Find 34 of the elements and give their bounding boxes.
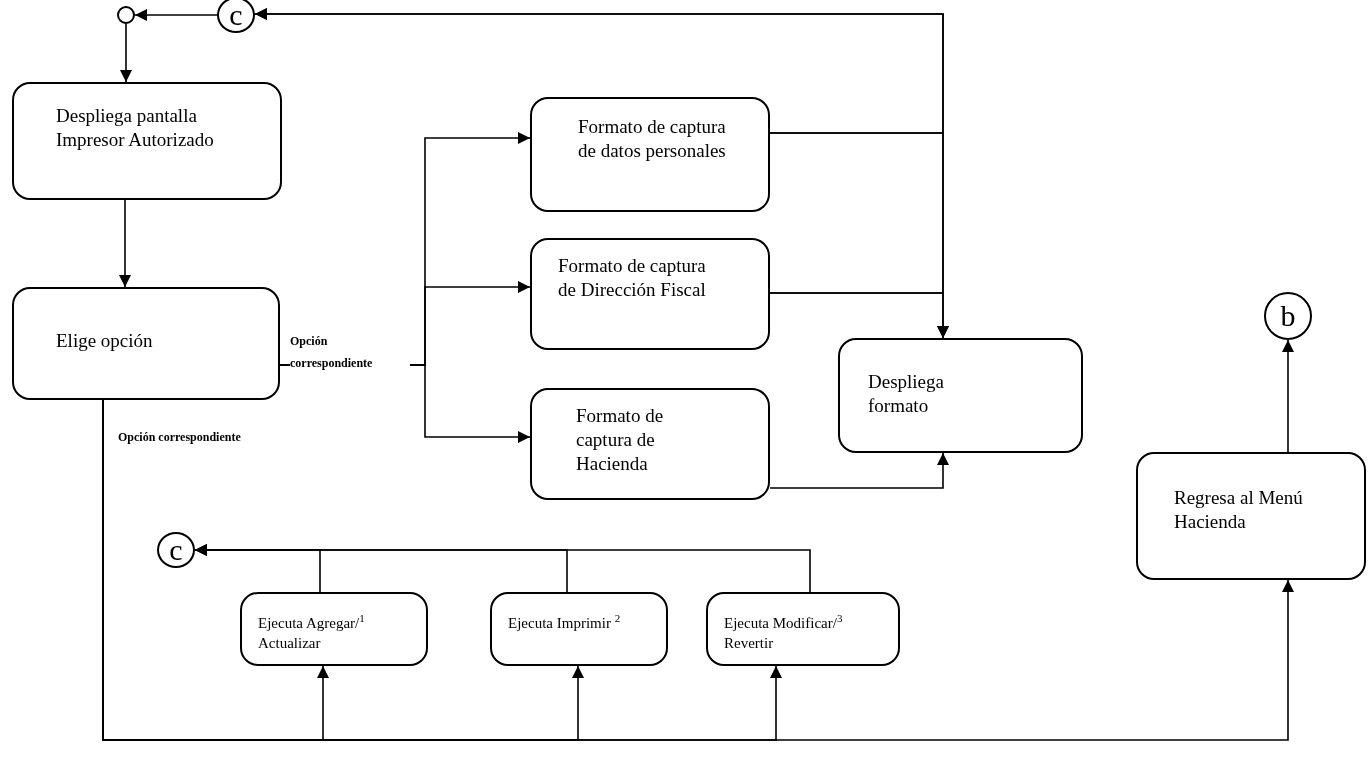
start-circle — [117, 6, 135, 24]
process-box — [530, 238, 770, 350]
connector-circle — [1264, 292, 1312, 340]
box-text: Ejecuta Imprimir $^{2}$ — [508, 611, 622, 633]
process-box — [838, 338, 1083, 453]
arrow — [120, 23, 132, 83]
box-text: Despliega pantalla Impresor Autorizado — [56, 104, 215, 152]
process-box — [12, 82, 282, 200]
arrow — [254, 8, 944, 294]
process-box — [530, 97, 770, 212]
arrow — [119, 199, 131, 288]
process-box — [12, 287, 280, 400]
arrow — [194, 544, 811, 593]
arrow — [134, 9, 218, 21]
arrow — [769, 452, 949, 489]
process-box — [706, 592, 900, 666]
process-box — [490, 592, 668, 666]
box-text: Formato de captura de Hacienda — [576, 404, 665, 476]
connector-letter: c — [169, 535, 183, 565]
box-text: Formato de captura de datos personales — [578, 115, 727, 163]
connector-circle — [157, 532, 195, 568]
connector-circle — [217, 0, 255, 33]
box-text: Ejecuta Agregar/$^{1}$ Actualizar — [258, 611, 366, 653]
box-text: Regresa al Menú Hacienda — [1174, 486, 1304, 534]
process-box — [1136, 452, 1366, 580]
process-box — [530, 388, 770, 500]
box-text: Ejecuta Modificar/$^{3}$ Revertir — [724, 611, 844, 653]
connector-letter: c — [229, 0, 243, 30]
box-text: Despliega formato — [868, 370, 945, 418]
process-box — [240, 592, 428, 666]
arrow — [1282, 339, 1294, 453]
connector-letter: b — [1280, 301, 1296, 331]
box-text: Formato de captura de Dirección Fiscal — [558, 254, 707, 302]
box-text: Elige opción — [56, 329, 154, 353]
